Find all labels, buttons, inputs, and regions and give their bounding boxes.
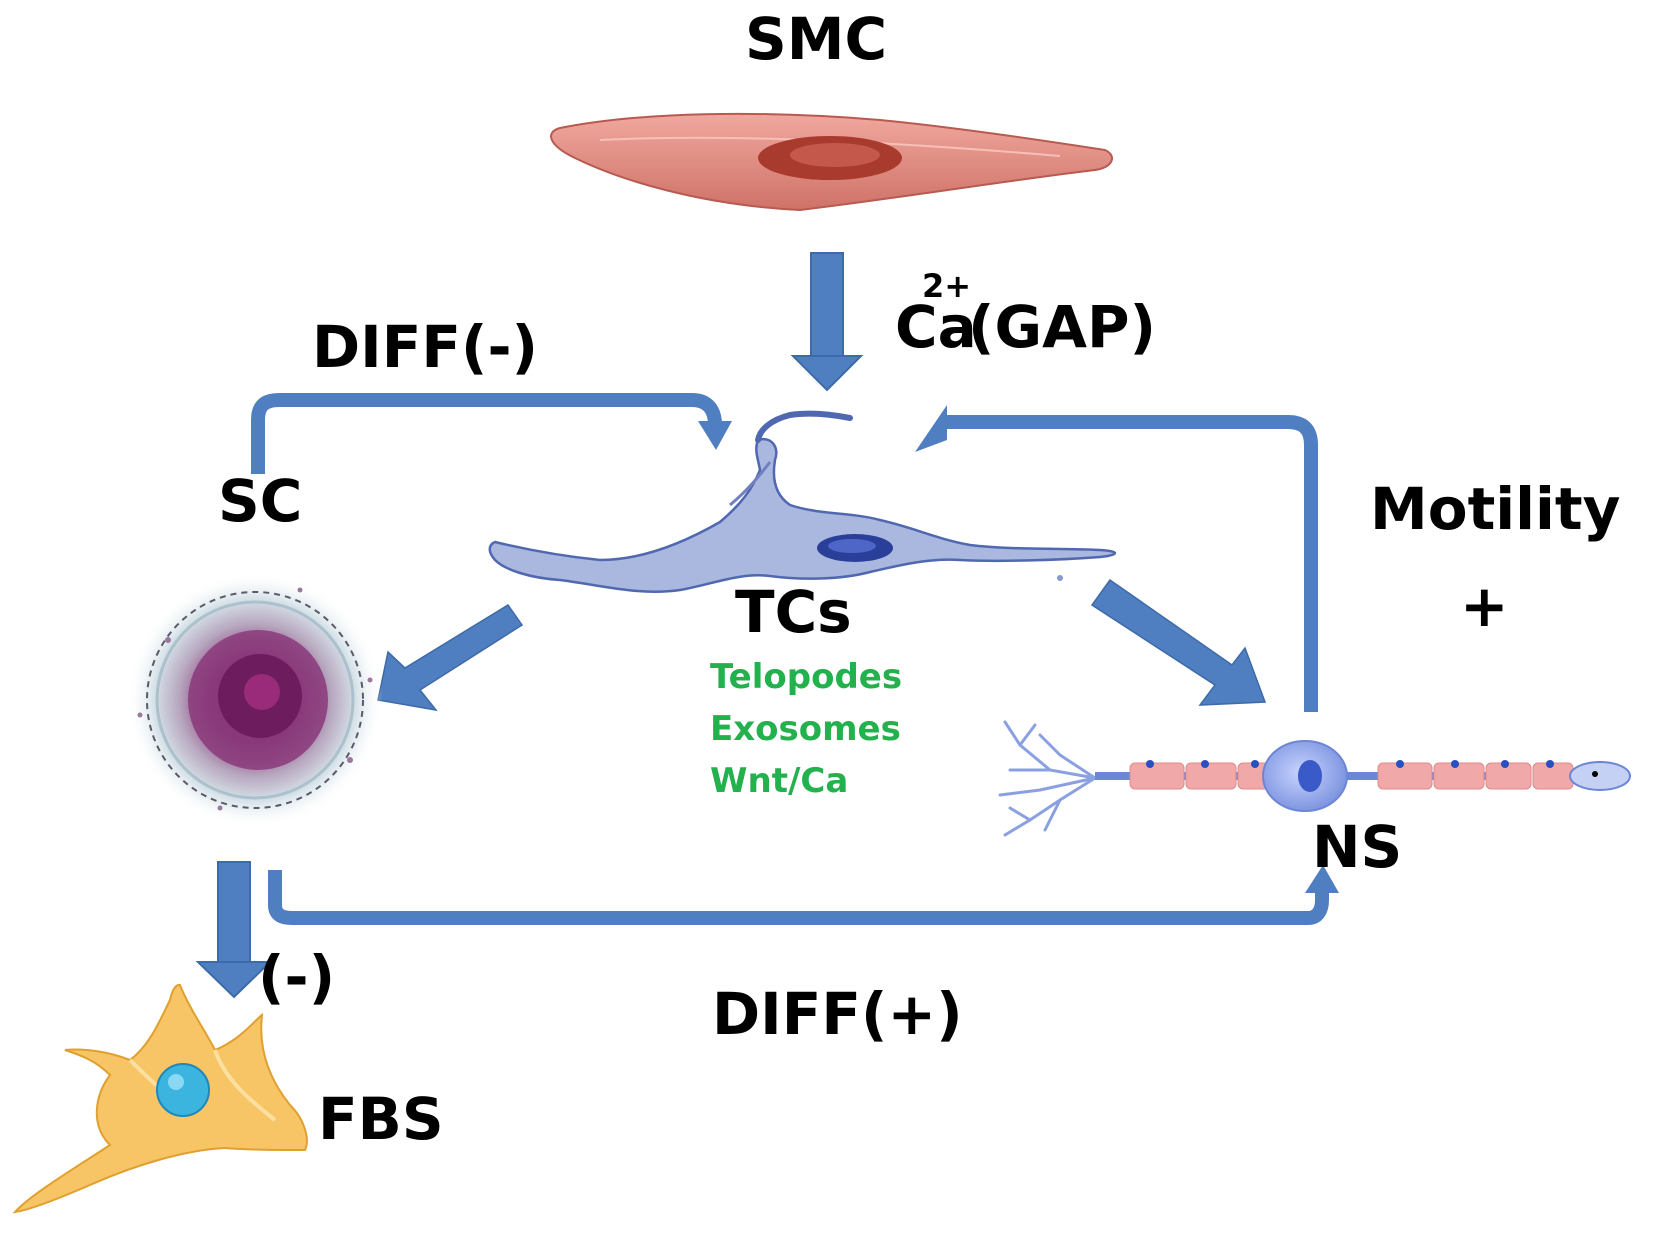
smooth-muscle-cell-icon (550, 112, 1114, 212)
exosomes-label: Exosomes (710, 709, 901, 749)
gap-label: (GAP) (968, 293, 1157, 361)
arrow-sc-to-fbs (195, 861, 273, 999)
arrow-sc-to-tcs (251, 393, 732, 474)
fbs-label: FBS (318, 1085, 444, 1153)
telocyte-icon (488, 410, 1117, 593)
neg-label: (-) (258, 943, 336, 1011)
ca-label: Ca (895, 293, 977, 361)
diff-pos-label: DIFF(+) (712, 980, 963, 1048)
tcs-label: TCs (735, 578, 852, 646)
arrow-smc-to-tcs (790, 252, 864, 392)
neuron-icon (998, 720, 1631, 837)
wnt-label: Wnt/Ca (710, 761, 849, 801)
fibroblast-icon (12, 983, 308, 1214)
smc-label: SMC (745, 5, 888, 73)
arrow-tcs-to-sc (377, 603, 524, 712)
motility-label: Motility (1370, 475, 1621, 543)
ca-superscript: 2+ (922, 267, 972, 305)
arrow-sc-to-ns (268, 865, 1339, 925)
diff-neg-label: DIFF(-) (312, 313, 539, 381)
motility-plus: + (1460, 572, 1509, 640)
stem-cell-icon (127, 572, 383, 828)
ns-label: NS (1312, 813, 1403, 881)
telopodes-label: Telopodes (710, 657, 903, 697)
sc-label: SC (218, 467, 303, 535)
arrow-ns-to-tcs (915, 405, 1318, 712)
arrow-tcs-to-ns (1090, 578, 1267, 706)
